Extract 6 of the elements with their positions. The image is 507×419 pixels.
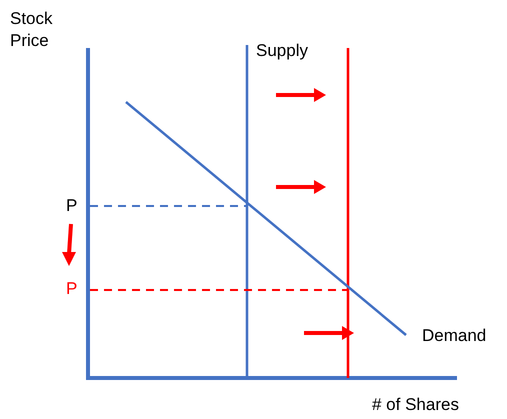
axis-title: Stock Price xyxy=(10,8,54,52)
curve-label: Demand xyxy=(422,325,486,347)
curve-label: Supply xyxy=(256,40,308,62)
axis-title: # of Shares xyxy=(372,394,459,416)
price-label: P xyxy=(66,278,78,300)
price-label: P xyxy=(66,195,78,217)
